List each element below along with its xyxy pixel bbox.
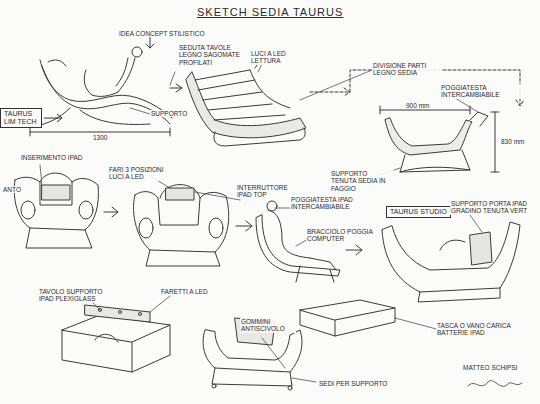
part-note: ANTO [2,186,22,193]
part-note: FARETTI A LED [160,288,209,295]
part-note: SUPPORTO PORTA IPAD GRADINO TENUTA VERT [450,200,538,215]
dimension: 1300 [92,134,108,141]
signature [468,381,522,387]
part-note: TAVOLO SUPPORTO IPAD PLEXIGLASS [38,288,112,303]
studio-chair [382,222,520,302]
part-note: SEDI PER SUPPORTO [318,380,388,387]
part-note: SUPPORTO [150,110,188,117]
part-note: IDEA CONCEPT STILISTICO [118,30,205,37]
armrest-chair [14,173,118,248]
sheet-title: SKETCH SEDIA TAURUS [197,6,343,18]
ipad-headrest-chair [133,185,252,267]
battery-pocket [300,300,395,336]
part-note: INSERIMENTO IPAD [20,154,84,161]
concept-chair [30,34,172,136]
dimension: 830 mm [500,138,525,145]
wooden-slab-chair [186,58,306,146]
part-note: INTERRUTTORE IPAD TOP [236,184,298,199]
title-box: TAURUS STUDIO [386,206,451,218]
pointer-arrow [44,114,62,122]
part-note: SUPPORTO TENUTA SEDIA IN FAGGIO [330,170,394,192]
part-note: SEDUTA TAVOLE LEGNO SAGOMATE PROFILATI [178,44,242,66]
part-note: TASCA O VANO CARICA BATTERIE IPAD [436,322,534,337]
plexiglass-table-chair [62,305,170,372]
part-note: FARI 3 POSIZIONI LUCI A LED [108,166,172,181]
box-text: TAURUS LIM TECH [4,110,38,126]
part-note: POGGIATESTA IPAD INTERCAMBIABILE [290,196,376,211]
part-note: GOMMINI ANTISCIVOLO [240,318,296,333]
author-name: MATTEO SCHIPSI [462,364,518,371]
leader-lines [40,64,482,382]
part-note: LUCI A LED LETTURA [250,50,302,65]
part-note: POGGIATESTA INTERCAMBIABILE [440,84,526,99]
part-note: BRACCIOLO POGGIA COMPUTER [306,228,380,243]
part-note: DIVISIONE PARTI LEGNO SEDIA [372,62,442,77]
box-text: TAURUS STUDIO [390,208,447,216]
anti-slip-chair [203,318,302,390]
dimension: 900 mm [405,102,430,109]
title-box: TAURUS LIM TECH [0,108,42,128]
